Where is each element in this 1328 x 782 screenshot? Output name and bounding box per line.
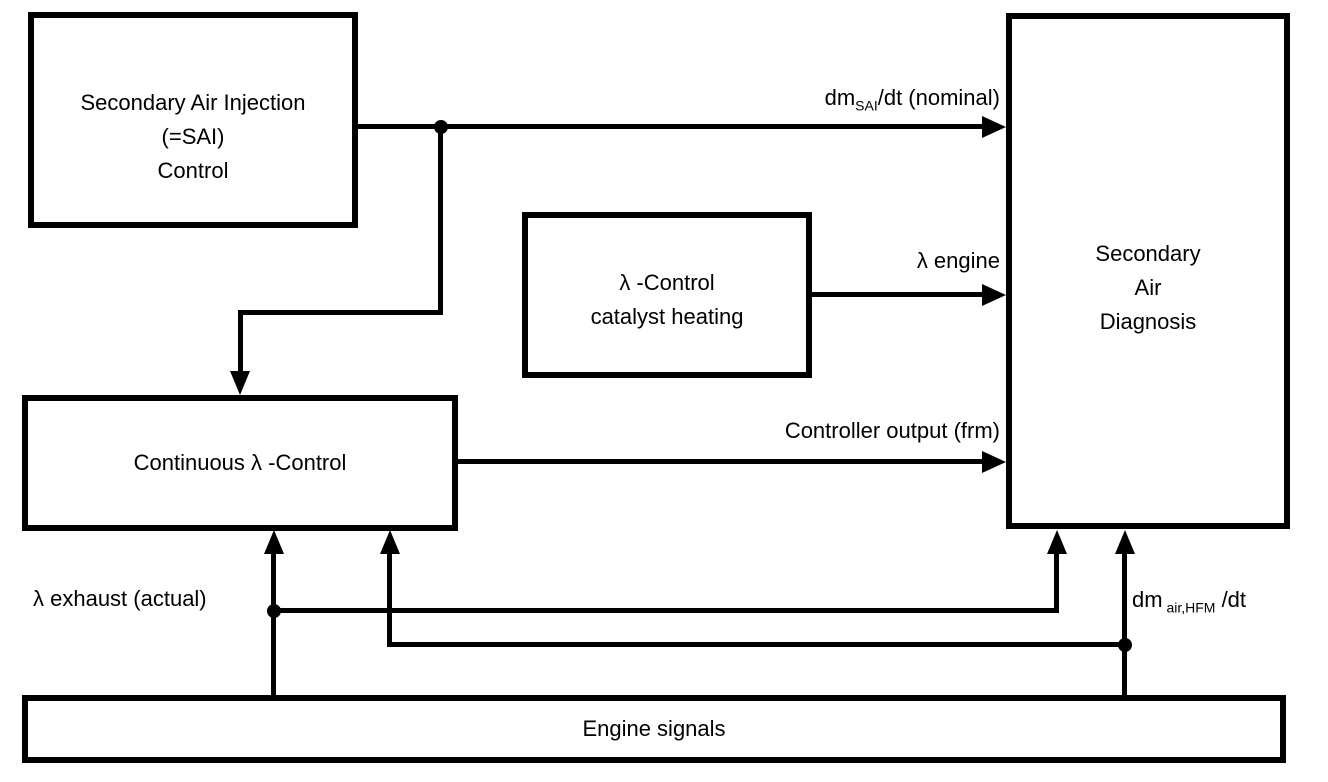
connector-sai-branch-horizontal bbox=[238, 310, 443, 315]
secondary-air-diagnosis-label: Secondary Air Diagnosis bbox=[1095, 241, 1201, 334]
sai-control-box: Secondary Air Injection (=SAI) Control bbox=[28, 12, 358, 228]
connector-engine-to-continuous-exhaust bbox=[271, 552, 276, 695]
connector-sai-branch-to-continuous bbox=[238, 310, 243, 374]
arrowhead-catalyst-to-diagnosis bbox=[982, 284, 1006, 306]
engine-signals-box: Engine signals bbox=[22, 695, 1286, 763]
lambda-control-catalyst-heating-box: λ -Control catalyst heating bbox=[522, 212, 812, 378]
connector-continuous-to-diagnosis bbox=[458, 459, 986, 464]
signal-label-controller-output-frm: Controller output (frm) bbox=[784, 418, 1000, 443]
connector-exhaust-branch-horizontal bbox=[274, 608, 1059, 613]
engine-signals-label: Engine signals bbox=[582, 716, 726, 741]
connector-engine-to-diagnosis-airflow bbox=[1122, 552, 1127, 695]
continuous-lambda-control-box: Continuous λ -Control bbox=[22, 395, 458, 531]
sai-control-label: Secondary Air Injection (=SAI) Control bbox=[80, 90, 306, 183]
continuous-lambda-control-label: Continuous λ -Control bbox=[133, 450, 347, 475]
connector-sai-to-diagnosis bbox=[358, 124, 986, 129]
arrowhead-airflow-to-diagnosis bbox=[1115, 530, 1135, 554]
lambda-control-catalyst-heating-label: λ -Control catalyst heating bbox=[590, 270, 744, 329]
signal-label-dm-air-hfm: dm air,HFM /dt bbox=[1132, 587, 1247, 616]
connector-airflow-branch-horizontal bbox=[387, 642, 1127, 647]
junction-dot-sai-branch bbox=[434, 120, 448, 134]
connector-catalyst-to-diagnosis bbox=[812, 292, 986, 297]
arrowhead-airflow-to-continuous bbox=[380, 530, 400, 554]
junction-dot-airflow-branch bbox=[1118, 638, 1132, 652]
junction-dot-exhaust-branch bbox=[267, 604, 281, 618]
connector-exhaust-branch-to-diagnosis bbox=[1054, 552, 1059, 613]
arrowhead-exhaust-to-continuous bbox=[264, 530, 284, 554]
connector-airflow-branch-to-continuous bbox=[387, 552, 392, 647]
secondary-air-diagnosis-box: Secondary Air Diagnosis bbox=[1006, 13, 1290, 529]
arrowhead-sai-to-diagnosis bbox=[982, 116, 1006, 138]
subscript-sai: SAI bbox=[855, 97, 878, 114]
arrowhead-continuous-to-diagnosis bbox=[982, 451, 1006, 473]
signal-label-dm-sai-nominal: dmSAI/dt (nominal) bbox=[824, 85, 1000, 114]
signal-label-lambda-exhaust-actual: λ exhaust (actual) bbox=[33, 586, 207, 611]
subscript-air-hfm: air,HFM bbox=[1162, 599, 1216, 616]
signal-label-lambda-engine: λ engine bbox=[916, 248, 1000, 273]
arrowhead-sai-to-continuous bbox=[230, 371, 250, 395]
arrowhead-exhaust-to-diagnosis bbox=[1047, 530, 1067, 554]
connector-sai-branch-vertical bbox=[438, 124, 443, 315]
